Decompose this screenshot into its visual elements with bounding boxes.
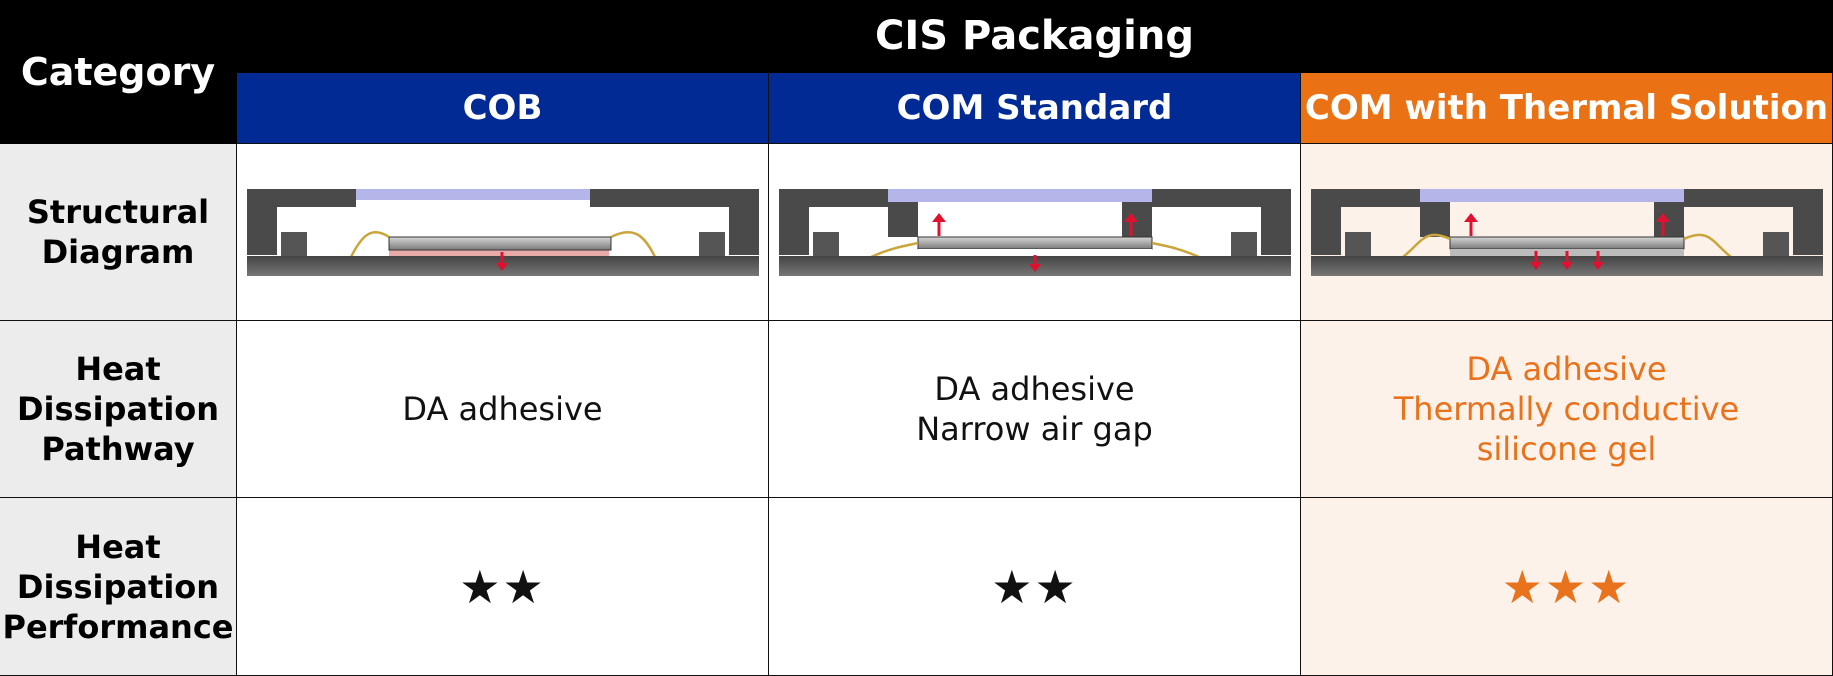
row-label-performance-line1: Heat — [75, 527, 161, 566]
air-gap — [917, 249, 1152, 256]
holder-frame — [1310, 189, 1420, 255]
down-arrow-icon — [1028, 255, 1041, 272]
up-arrow-icon — [1123, 213, 1138, 236]
row-label-structural-line2: Diagram — [41, 233, 195, 271]
holder-post-left — [887, 200, 918, 237]
row-label-pathway-line3: Pathway — [41, 430, 195, 468]
gold-wire-left — [1401, 233, 1451, 258]
holder-frame-right — [1121, 189, 1291, 255]
holder-frame — [778, 189, 888, 255]
row-label-pathway: Heat Dissipation Pathway — [0, 321, 237, 498]
sensor-die — [388, 236, 611, 251]
column-header-cob: COB — [237, 73, 769, 144]
glass-filter — [355, 189, 590, 200]
row-label-performance-line2: Dissipation — [16, 567, 220, 606]
pathway-com-thermal-line2: Thermally conductive — [1393, 390, 1740, 428]
pathway-com-thermal-line3: silicone gel — [1476, 430, 1657, 468]
cis-packaging-label: CIS Packaging — [875, 13, 1194, 59]
pathway-com-thermal: DA adhesive Thermally conductive silicon… — [1301, 321, 1833, 498]
com-thermal-structure-diagram — [1310, 189, 1823, 276]
column-header-com-standard-label: COM Standard — [896, 88, 1173, 128]
up-arrow-icon — [931, 213, 946, 236]
pad-right — [1762, 232, 1789, 256]
category-header: Category — [0, 0, 237, 144]
down-arrow-icon — [1529, 251, 1542, 270]
down-arrow-icon — [495, 252, 508, 271]
row-label-performance-line3: Performance — [2, 607, 234, 646]
diagram-com-thermal — [1301, 144, 1833, 321]
performance-com-standard-stars: ★★ — [991, 559, 1078, 614]
column-header-com-standard: COM Standard — [769, 73, 1301, 144]
row-label-performance: Heat Dissipation Performance — [0, 498, 237, 676]
pathway-com-thermal-line1: DA adhesive — [1466, 350, 1667, 388]
down-arrow-icon — [1560, 251, 1573, 270]
holder-post-right — [1653, 200, 1684, 237]
gold-wire-right — [1151, 241, 1200, 259]
column-header-com-thermal: COM with Thermal Solution — [1301, 73, 1833, 144]
pad-left — [1344, 232, 1371, 256]
row-label-structural: Structural Diagram — [0, 144, 237, 321]
pad-left — [812, 232, 839, 256]
performance-com-thermal: ★★★ — [1301, 498, 1833, 676]
up-arrow-icon — [1463, 213, 1478, 236]
pad-right — [1230, 232, 1257, 256]
holder-frame — [246, 189, 356, 255]
pathway-cob: DA adhesive — [237, 321, 769, 498]
holder-frame-right — [1653, 189, 1823, 255]
column-header-com-thermal-label: COM with Thermal Solution — [1304, 88, 1829, 128]
up-arrow-icon — [1655, 213, 1670, 236]
row-label-structural-line1: Structural — [26, 193, 210, 231]
glass-filter — [887, 189, 1152, 202]
row-label-pathway-line1: Heat — [75, 350, 161, 388]
gold-wire-right — [609, 231, 656, 258]
performance-cob: ★★ — [237, 498, 769, 676]
pathway-com-standard: DA adhesive Narrow air gap — [769, 321, 1301, 498]
performance-cob-stars: ★★ — [459, 559, 546, 614]
cob-structure-diagram — [246, 189, 759, 276]
row-label-pathway-line2: Dissipation — [16, 390, 220, 428]
performance-com-standard: ★★ — [769, 498, 1301, 676]
com-standard-structure-diagram — [778, 189, 1291, 276]
down-arrow-icon — [1591, 251, 1604, 270]
glass-filter — [1419, 189, 1684, 202]
sensor-die — [1449, 236, 1684, 250]
holder-post-left — [1419, 200, 1450, 237]
category-header-label: Category — [20, 49, 216, 94]
performance-com-thermal-stars: ★★★ — [1501, 559, 1632, 614]
sensor-die — [917, 236, 1152, 250]
pathway-cob-text: DA adhesive — [402, 390, 603, 428]
holder-frame-right — [589, 189, 759, 255]
diagram-com-standard — [769, 144, 1301, 321]
da-adhesive — [388, 250, 609, 256]
pathway-com-standard-line1: DA adhesive — [934, 370, 1135, 408]
holder-post-right — [1121, 200, 1152, 237]
gold-wire-left — [869, 241, 918, 259]
gold-wire-right — [1682, 233, 1732, 258]
diagram-cob — [237, 144, 769, 321]
pad-left — [280, 232, 307, 256]
cis-packaging-header: CIS Packaging — [237, 0, 1833, 73]
column-header-cob-label: COB — [462, 88, 543, 128]
pad-right — [698, 232, 725, 256]
gold-wire-left — [349, 231, 390, 258]
pathway-com-standard-line2: Narrow air gap — [916, 410, 1153, 448]
